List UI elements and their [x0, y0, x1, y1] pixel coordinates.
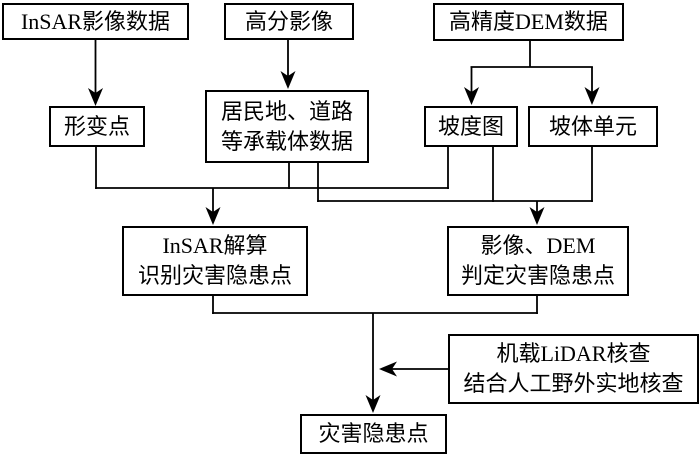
node-carrier-data: 居民地、道路 等承载体数据 [205, 90, 369, 163]
node-image-dem-judge: 影像、DEM 判定灾害隐患点 [447, 226, 629, 296]
arrow-down-icon [280, 71, 296, 89]
node-label: 影像、DEM [480, 233, 596, 258]
node-slope-map: 坡度图 [424, 106, 518, 147]
node-label: 识别灾害隐患点 [137, 263, 292, 288]
node-label: 等承载体数据 [220, 128, 353, 154]
node-insar-identify: InSAR解算 识别灾害隐患点 [122, 226, 308, 296]
node-label: 灾害隐患点 [318, 421, 429, 446]
node-label: 判定灾害隐患点 [460, 263, 615, 288]
node-label: InSAR影像数据 [20, 8, 171, 34]
node-label: InSAR解算 [162, 233, 268, 258]
arrow-down-icon [464, 87, 479, 105]
node-label: 形变点 [63, 113, 130, 139]
arrow-down-icon [205, 207, 221, 225]
node-insar-image-data: InSAR影像数据 [2, 3, 189, 40]
node-label: 高精度DEM数据 [449, 9, 608, 34]
node-hazard-points: 灾害隐患点 [300, 414, 447, 454]
node-label: 居民地、道路 [220, 98, 353, 124]
arrow-down-icon [88, 88, 103, 106]
arrow-down-icon [584, 87, 600, 105]
node-label: 高分影像 [244, 8, 333, 34]
node-slope-unit: 坡体单元 [528, 106, 658, 147]
node-dem-data: 高精度DEM数据 [433, 3, 624, 41]
arrow-down-icon [365, 395, 381, 413]
node-high-res-image: 高分影像 [224, 3, 354, 40]
node-label: 机载LiDAR核查 [496, 341, 651, 366]
node-label: 坡体单元 [548, 113, 637, 139]
arrow-down-icon [529, 207, 545, 225]
node-label: 结合人工野外实地核查 [463, 371, 684, 396]
node-deformation-points: 形变点 [49, 106, 145, 147]
arrow-left-icon [379, 361, 397, 377]
node-label: 坡度图 [437, 113, 504, 139]
node-lidar-field-check: 机载LiDAR核查 结合人工野外实地核查 [448, 334, 699, 404]
